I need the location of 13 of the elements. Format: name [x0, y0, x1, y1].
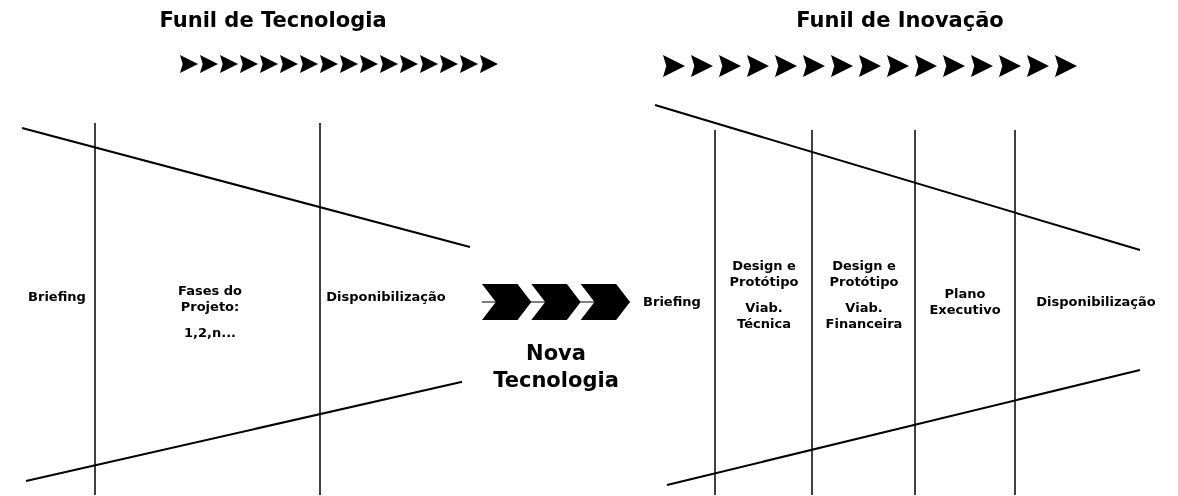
stage-note: 1,2,n...	[182, 325, 237, 341]
stage-label: Disponibilização	[322, 289, 450, 305]
stage-label: Plano Executivo	[917, 286, 1013, 318]
stage-label: Disponibilização	[1016, 294, 1176, 310]
stage-label: Fases do Projeto:	[177, 283, 243, 315]
funnel-title: Funil de Tecnologia	[158, 8, 388, 32]
funnel-title: Funil de Inovação	[795, 8, 1005, 32]
stage-label: Briefing	[633, 294, 711, 310]
stage-note: Viab. Financeira	[824, 300, 904, 332]
stage-label: Design e Protótipo	[828, 258, 900, 290]
stage-label: Design e Protótipo	[728, 258, 800, 290]
stage-label: Briefing	[20, 289, 94, 305]
stage-note: Viab. Técnica	[736, 300, 792, 332]
